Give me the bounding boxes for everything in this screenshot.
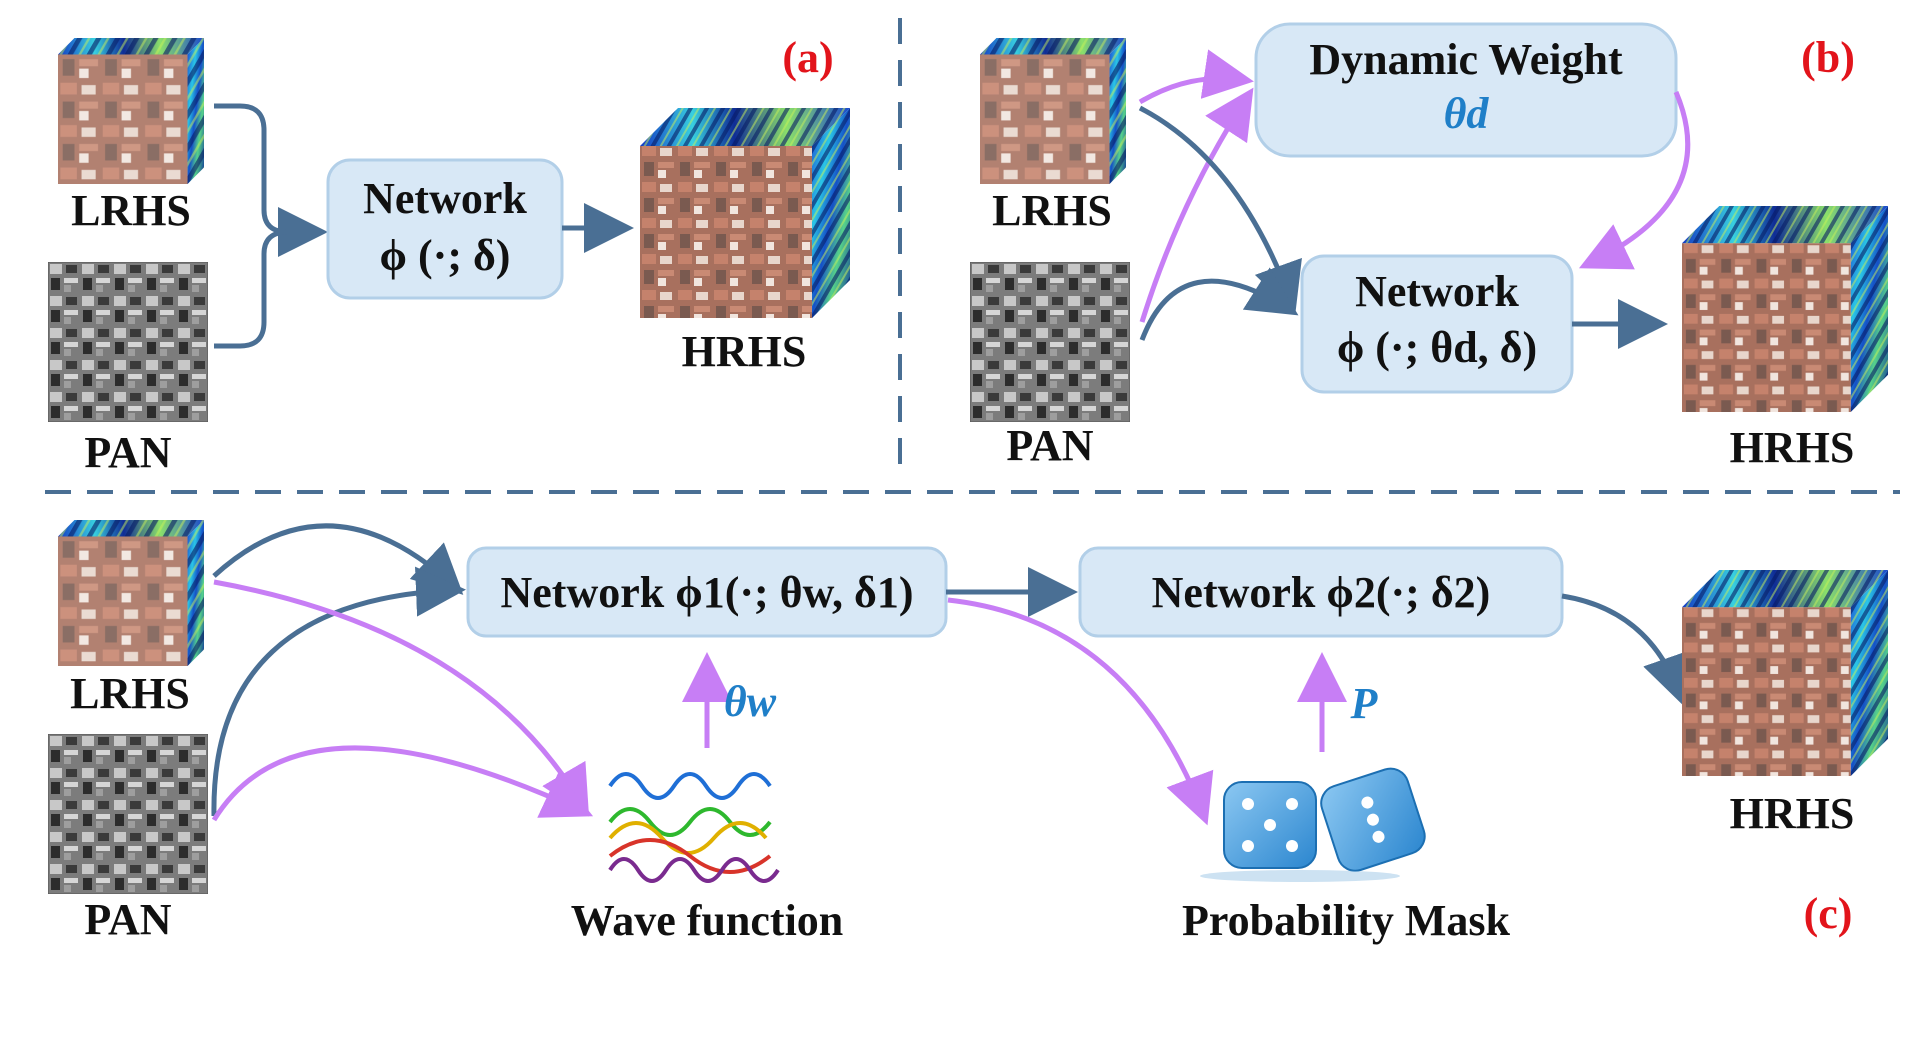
lrhs-cube-c (58, 520, 204, 666)
panel-tag-a: (a) (782, 33, 833, 82)
arrow-pan-to-network-a (214, 229, 289, 349)
dynamic-weight-title: Dynamic Weight (1309, 35, 1623, 84)
hrhs-label-c: HRHS (1730, 789, 1855, 838)
dice-icon (1200, 767, 1426, 882)
lrhs-cube-b (980, 38, 1126, 184)
p-symbol: P (1350, 679, 1379, 728)
network1-label-c: Network ϕ1(·; θw, δ1) (501, 568, 914, 617)
arrow-lrhs-to-wave (213, 579, 590, 817)
pan-label-a: PAN (84, 428, 171, 477)
arrow-network2-to-hrhs (1561, 593, 1691, 706)
lrhs-cube-a (58, 38, 204, 184)
wave-line-3 (608, 821, 768, 855)
arrow-pan-to-network-b (1139, 267, 1299, 341)
arrow-lrhs-to-network-a (214, 103, 328, 257)
wave-line-4 (608, 838, 772, 874)
hrhs-cube-c (1682, 570, 1888, 776)
arrow-weight-to-network (1578, 91, 1691, 270)
pan-label-c: PAN (84, 895, 171, 944)
hrhs-label-a: HRHS (682, 327, 807, 376)
arrow-lrhs-to-network1 (212, 523, 464, 595)
arrow-lrhs-to-weight (1138, 49, 1254, 105)
pan-label-b: PAN (1006, 421, 1093, 470)
wave-line-5 (608, 857, 780, 883)
theta-w-symbol: θw (724, 677, 777, 726)
network2-label-c: Network ϕ2(·; δ2) (1152, 568, 1491, 617)
panel-a: LRHS PAN Network ϕ (·; δ) HRHS (a) (48, 33, 850, 477)
wave-function-label: Wave function (571, 896, 844, 945)
arrow-pan-to-wave (211, 745, 594, 822)
hrhs-label-b: HRHS (1730, 423, 1855, 472)
network-function-b: ϕ (·; θd, δ) (1337, 323, 1537, 372)
wave-function-icon (608, 772, 780, 883)
panel-tag-b: (b) (1801, 33, 1855, 82)
pan-image-a (48, 262, 208, 422)
theta-d-symbol: θd (1444, 89, 1490, 138)
probability-mask-label: Probability Mask (1182, 896, 1511, 945)
wave-line-1 (608, 772, 772, 800)
arrow-network1-to-mask (947, 597, 1214, 826)
panel-c: LRHS PAN Network ϕ1(·; θw, δ1) Network ϕ… (48, 520, 1888, 945)
pan-image-b (970, 262, 1130, 422)
hrhs-cube-a (640, 108, 850, 318)
lrhs-label-c: LRHS (70, 669, 190, 718)
network-function-a: ϕ (·; δ) (380, 231, 511, 280)
panel-b: LRHS PAN Dynamic Weight θd Network ϕ (·;… (970, 22, 1888, 472)
pan-image-c (48, 734, 208, 894)
arrow-pan-to-weight (1139, 87, 1254, 323)
lrhs-label-a: LRHS (71, 186, 191, 235)
network-title-b: Network (1355, 267, 1519, 316)
panel-tag-c: (c) (1804, 889, 1853, 938)
network-title-a: Network (363, 174, 527, 223)
arrow-pan-to-network1 (211, 566, 466, 817)
wave-line-2 (608, 807, 772, 837)
dynamic-weight-box (1254, 22, 1678, 158)
hrhs-cube-b (1682, 206, 1888, 412)
network2-box-c (1078, 546, 1564, 638)
lrhs-label-b: LRHS (992, 186, 1112, 235)
